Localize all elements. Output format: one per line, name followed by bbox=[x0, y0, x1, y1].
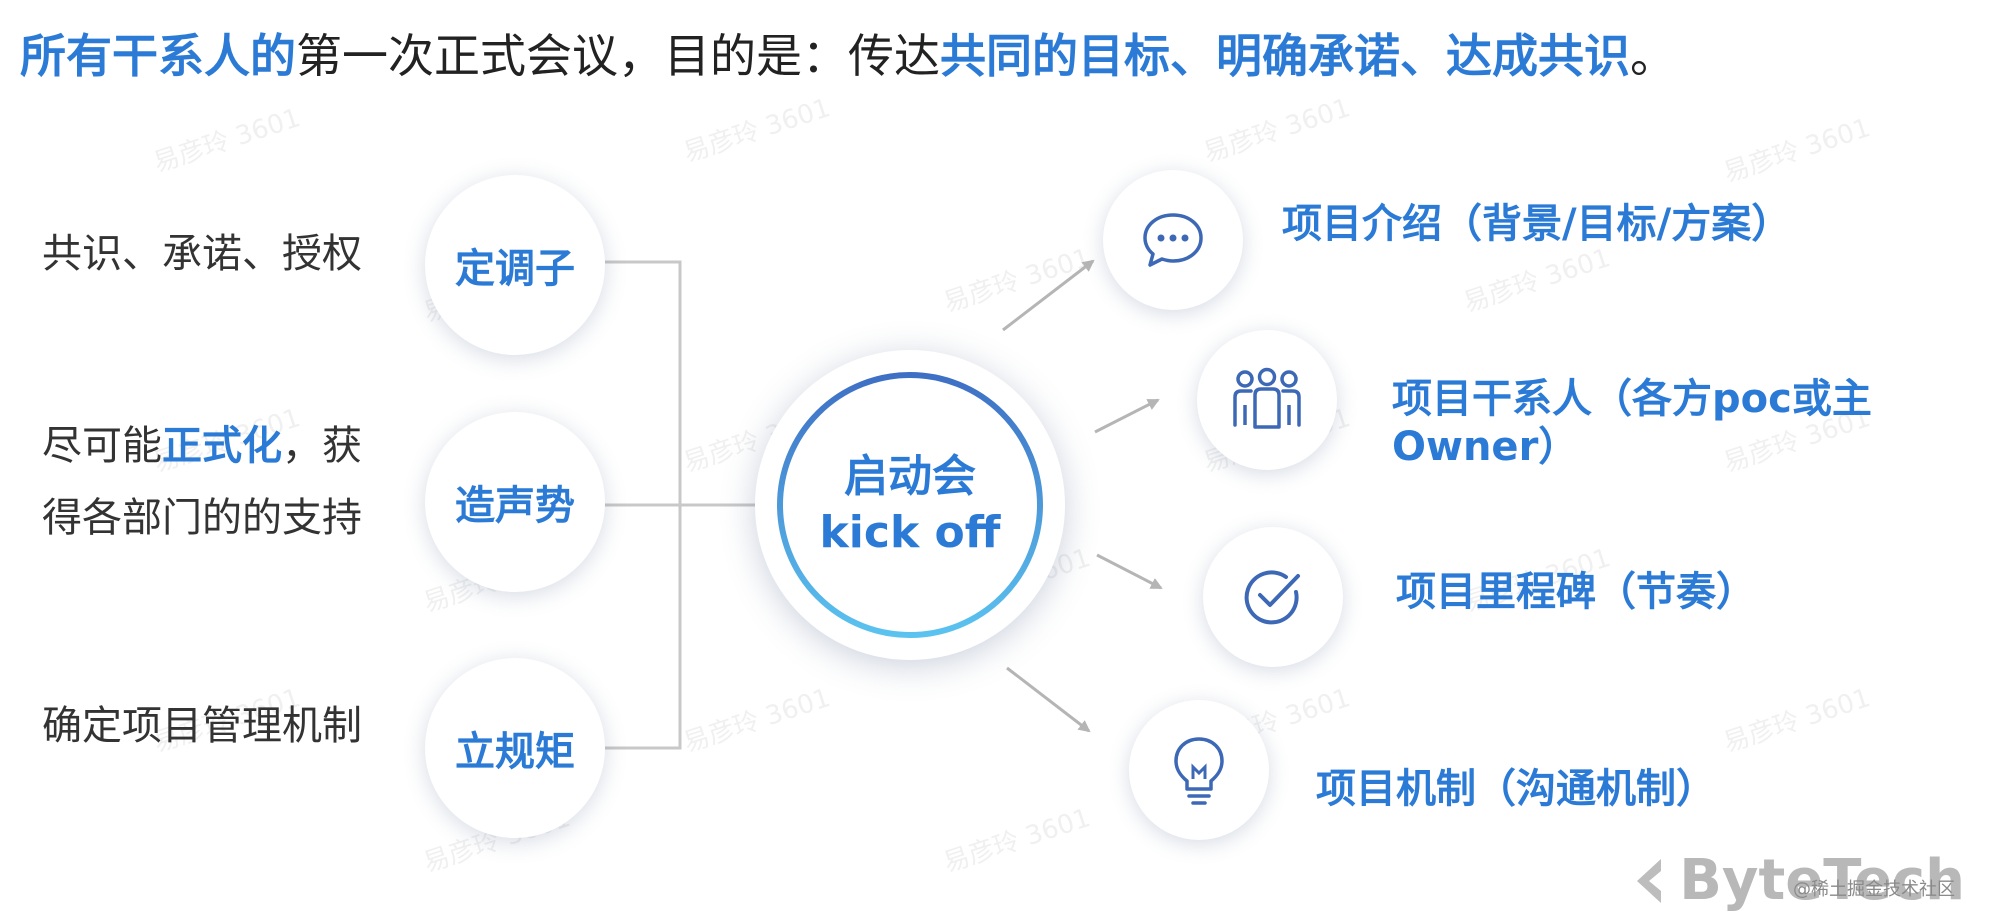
chat-bubble-icon bbox=[1143, 213, 1203, 267]
kickoff-title: 启动会 bbox=[844, 451, 976, 502]
bytetech-logo: ByteTech bbox=[1631, 848, 1965, 913]
left-text-mechanism: 确定项目管理机制 bbox=[42, 690, 362, 762]
arrow-4 bbox=[1006, 666, 1091, 733]
title-highlight-2: 共同的目标、明确承诺、达成共识 bbox=[940, 29, 1630, 83]
icon-circle-mechanism bbox=[1129, 700, 1269, 840]
label-milestones: 项目里程碑（节奏） bbox=[1396, 569, 1756, 615]
kickoff-subtitle: kick off bbox=[819, 507, 1001, 558]
circle-label: 立规矩 bbox=[455, 729, 575, 775]
brand-name: ByteTech bbox=[1679, 848, 1965, 913]
label-stakeholders: 项目干系人（各方poc或主 Owner） bbox=[1392, 375, 1872, 471]
footer-note: @稀土掘金技术社区 bbox=[1793, 879, 1955, 900]
circle-build-momentum: 造声势 bbox=[425, 412, 605, 592]
slide-title: 所有干系人的第一次正式会议，目的是：传达共同的目标、明确承诺、达成共识。 bbox=[20, 20, 1676, 86]
circle-set-tone: 定调子 bbox=[425, 175, 605, 355]
label-project-intro: 项目介绍（背景/目标/方案） bbox=[1282, 201, 1792, 247]
kickoff-ring bbox=[777, 372, 1043, 638]
left-text-consensus: 共识、承诺、授权 bbox=[42, 218, 362, 290]
arrow-1 bbox=[1002, 259, 1095, 332]
icon-circle-milestones bbox=[1203, 527, 1343, 667]
label-line: 项目干系人（各方poc或主 bbox=[1392, 376, 1872, 422]
left-text-line: 确定项目管理机制 bbox=[42, 703, 362, 749]
people-group-icon bbox=[1233, 367, 1301, 429]
left-text-line: 得各部门的的支持 bbox=[42, 495, 362, 541]
kickoff-text: 启动会 kick off bbox=[755, 350, 1065, 660]
lightbulb-icon bbox=[1174, 737, 1224, 805]
kickoff-circle: 启动会 kick off bbox=[755, 350, 1065, 660]
left-text-line: 共识、承诺、授权 bbox=[42, 231, 362, 277]
icon-circle-intro bbox=[1103, 170, 1243, 310]
title-text-2: 。 bbox=[1630, 29, 1676, 83]
label-line: Owner） bbox=[1392, 424, 1579, 470]
check-circle-icon bbox=[1244, 570, 1300, 625]
left-text-formalize: 尽可能正式化，获 得各部门的的支持 bbox=[42, 410, 362, 554]
label-mechanism: 项目机制（沟通机制） bbox=[1316, 766, 1716, 812]
arrow-3 bbox=[1096, 553, 1163, 590]
left-text-highlight: 正式化 bbox=[162, 423, 282, 469]
title-highlight-1: 所有干系人的 bbox=[20, 29, 296, 83]
arrow-2 bbox=[1094, 398, 1160, 434]
circle-label: 定调子 bbox=[455, 246, 575, 292]
circle-label: 造声势 bbox=[455, 483, 575, 529]
left-text-line: 尽可能正式化，获 bbox=[42, 423, 362, 469]
title-text-1: 第一次正式会议，目的是：传达 bbox=[296, 29, 940, 83]
icon-circle-stakeholders bbox=[1197, 330, 1337, 470]
bytetech-logo-icon bbox=[1637, 858, 1662, 903]
circle-set-rules: 立规矩 bbox=[425, 658, 605, 838]
